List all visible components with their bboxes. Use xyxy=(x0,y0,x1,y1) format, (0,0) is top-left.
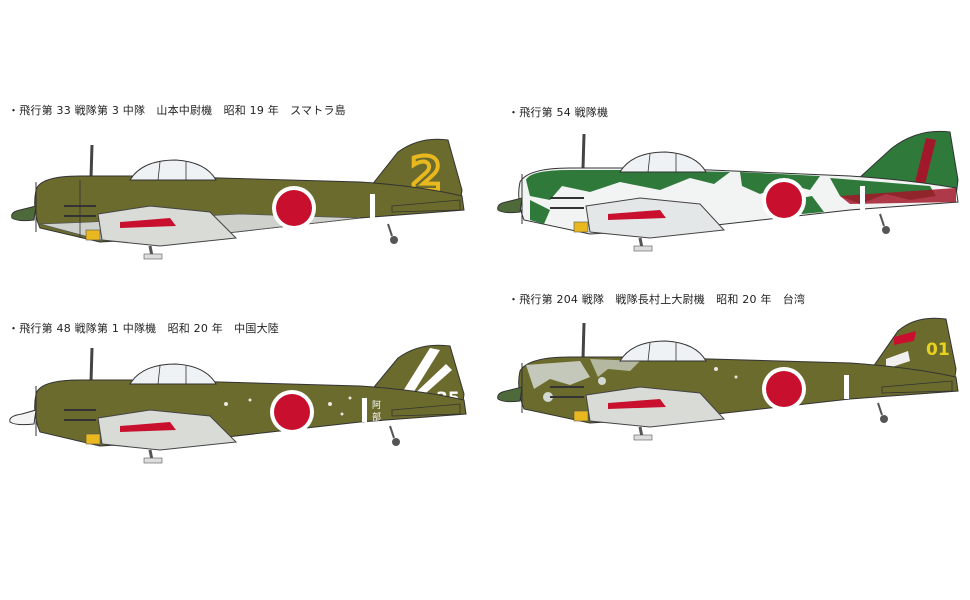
fuselage-kanji-1: 阿 xyxy=(372,400,381,411)
aircraft-profile-4: ・飛行第 204 戦隊 戦隊長村上大尉機 昭和 20 年 台湾 01 xyxy=(490,285,970,600)
aircraft-profile-2: ・飛行第 54 戦隊機 xyxy=(490,0,970,290)
fuselage-kanji-2: 部 xyxy=(372,411,381,423)
caption-profile-2: ・飛行第 54 戦隊機 xyxy=(508,106,609,119)
aircraft-illustration-1: 2 xyxy=(11,138,465,260)
aircraft-illustration-3: 35 阿 部 xyxy=(9,344,467,464)
aircraft-profile-1: ・飛行第 33 戦隊第 3 中隊 山本中尉機 昭和 19 年 スマトラ島 2 xyxy=(0,0,480,290)
aircraft-illustration-4: 01 xyxy=(497,317,959,441)
caption-profile-1: ・飛行第 33 戦隊第 3 中隊 山本中尉機 昭和 19 年 スマトラ島 xyxy=(8,104,346,117)
tail-number-4: 01 xyxy=(926,340,950,360)
aircraft-illustration-2 xyxy=(497,130,959,252)
caption-profile-4: ・飛行第 204 戦隊 戦隊長村上大尉機 昭和 20 年 台湾 xyxy=(508,293,806,306)
caption-profile-3: ・飛行第 48 戦隊第 1 中隊機 昭和 20 年 中国大陸 xyxy=(8,322,279,335)
aircraft-profile-3: ・飛行第 48 戦隊第 1 中隊機 昭和 20 年 中国大陸 35 阿 部 xyxy=(0,300,480,600)
